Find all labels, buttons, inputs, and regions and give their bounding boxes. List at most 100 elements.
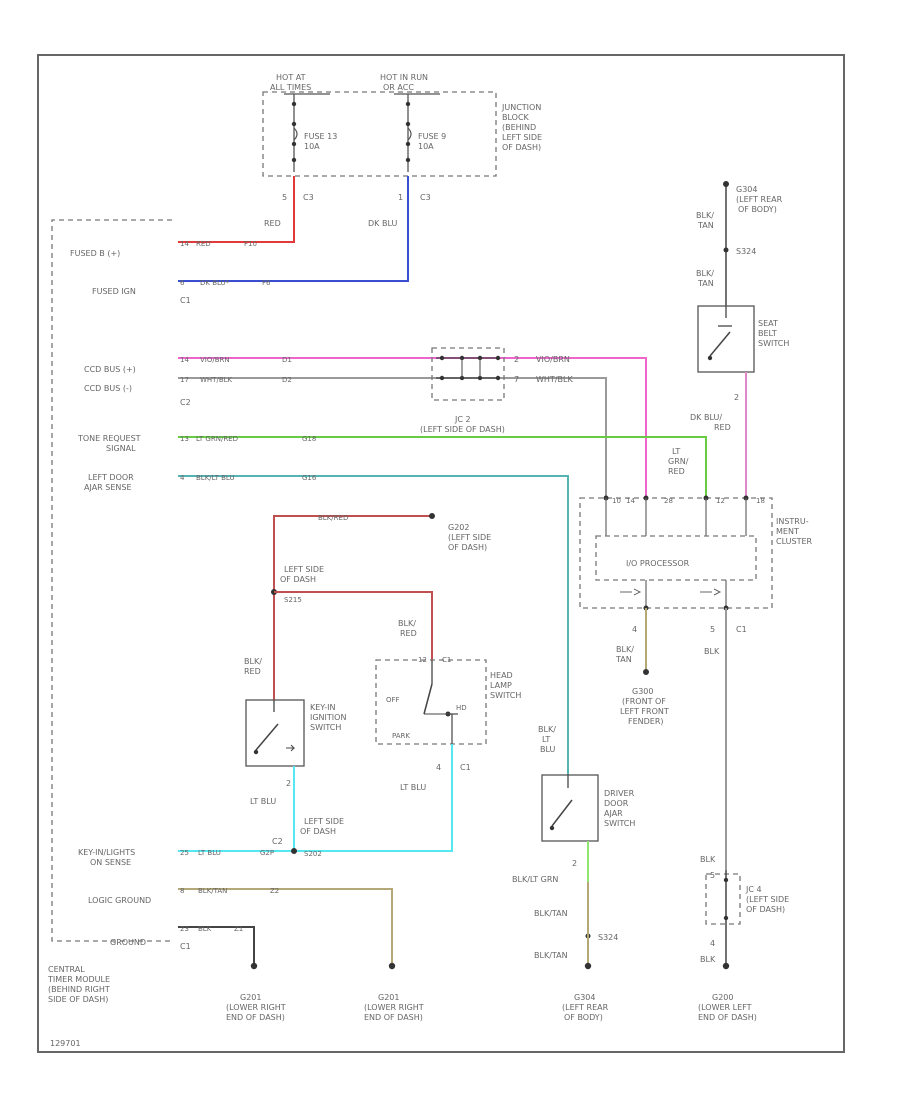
jc4-pin-top: 5 xyxy=(710,871,715,880)
hot-label-left-1: HOT AT xyxy=(276,73,306,82)
headlamp-conn: C1 xyxy=(460,763,471,772)
jb-wire-right: DK BLU xyxy=(368,219,397,228)
ctm-row-fused-b: FUSED B (+) 14 RED F10 xyxy=(70,240,257,258)
seat-belt-label-1: SEAT xyxy=(758,319,778,328)
seat-belt-wire3-a: DK BLU/ xyxy=(690,413,722,422)
figure-id: 129701 xyxy=(50,1039,81,1048)
ctm-row-pin: 14 xyxy=(180,356,189,364)
wire-ccd-neg xyxy=(178,377,607,498)
door-wire-2: LT xyxy=(542,735,550,744)
ctm-row-color: BLK xyxy=(198,925,212,933)
jc4-loc-1: (LEFT SIDE xyxy=(746,895,789,904)
ground-loc-2: END OF DASH) xyxy=(698,1013,757,1022)
ctm-row-conn: C1 xyxy=(180,942,191,951)
ctm-row-circuit: D1 xyxy=(282,356,292,364)
ctm-label: CENTRAL TIMER MODULE (BEHIND RIGHT SIDE … xyxy=(47,965,110,1004)
ctm-row-color: DK BLU* xyxy=(200,279,230,287)
ctm-row-conn: C1 xyxy=(180,296,191,305)
hot-label-right-1: HOT IN RUN xyxy=(380,73,428,82)
ctm-row-pin: 25 xyxy=(180,849,189,857)
cluster-pin-3: 28 xyxy=(664,497,673,505)
ctm-row-circuit: G2P xyxy=(260,849,274,857)
ctm-row-circuit: F6 xyxy=(262,279,271,287)
ctm-row-circuit: G16 xyxy=(302,474,317,482)
cluster-wire-r: BLK xyxy=(704,647,720,656)
s202-loc-2: OF DASH xyxy=(300,827,336,836)
ctm-row-label: FUSED IGN xyxy=(92,287,136,296)
seat-belt-splice: S324 xyxy=(736,247,756,256)
g202-ground: BLK/RED G202 (LEFT SIDE OF DASH) xyxy=(318,514,491,552)
jc2-location: (LEFT SIDE OF DASH) xyxy=(420,425,505,434)
ground-loc-1: (LEFT REAR xyxy=(562,1003,609,1012)
ctm-row-key-in: KEY-IN/LIGHTS ON SENSE 25 LT BLU G2P C2 xyxy=(78,837,283,867)
ground-name: G201 xyxy=(240,993,261,1002)
ground-loc-1: (LOWER RIGHT xyxy=(364,1003,424,1012)
ground-label-g304: G304 (LEFT REAR OF BODY) xyxy=(562,993,609,1022)
ctm-row-circuit: Z2 xyxy=(270,887,279,895)
door-pin: 2 xyxy=(572,859,577,868)
jc4-label: JC 4 xyxy=(745,885,762,894)
g304-top-loc-2: OF BODY) xyxy=(738,205,777,214)
s215-loc-2: OF DASH xyxy=(280,575,316,584)
door-label-3: AJAR xyxy=(604,809,623,818)
ctm-label-4: SIDE OF DASH) xyxy=(48,995,108,1004)
door-label-2: DOOR xyxy=(604,799,629,808)
g300-loc-2: LEFT FRONT xyxy=(620,707,669,716)
headlamp-label-2: LAMP xyxy=(490,681,512,690)
ctm-row-conn: C2 xyxy=(180,398,191,407)
ground-name: G304 xyxy=(574,993,595,1002)
seat-belt-label-3: SWITCH xyxy=(758,339,789,348)
cluster-pin-4: 12 xyxy=(716,497,725,505)
jb-conn-right: C3 xyxy=(420,193,431,202)
seat-belt-pin: 2 xyxy=(734,393,739,402)
door-wire-1: BLK/ xyxy=(538,725,556,734)
cluster-label-1: INSTRU- xyxy=(776,517,809,526)
ctm-row-ground: GROUND 23 BLK Z1 C1 xyxy=(110,925,243,951)
key-switch-label-2: IGNITION xyxy=(310,713,346,722)
ground-loc-1: (LOWER RIGHT xyxy=(226,1003,286,1012)
g300-loc-1: (FRONT OF xyxy=(622,697,666,706)
g300-name: G300 xyxy=(632,687,653,696)
cluster-wire-lt-2: GRN/ xyxy=(668,457,689,466)
g304-top-loc-1: (LEFT REAR xyxy=(736,195,783,204)
jc2-connector: JC 2 (LEFT SIDE OF DASH) 2 7 VIO/BRN WHT… xyxy=(420,347,573,434)
g202-name: G202 xyxy=(448,523,469,532)
fuse-13-rating: 10A xyxy=(304,142,320,151)
wire-ground xyxy=(178,926,255,966)
cluster-wire-l-1: BLK/ xyxy=(616,645,634,654)
ctm-row-label: AJAR SENSE xyxy=(84,483,132,492)
cluster-wire-lt-1: LT xyxy=(672,447,680,456)
s215-loc-1: LEFT SIDE xyxy=(284,565,324,574)
jc4-wire-bot: BLK xyxy=(700,955,716,964)
fuse-9-rating: 10A xyxy=(418,142,434,151)
ctm-row-color: BLK/TAN xyxy=(198,887,227,895)
cluster-pin-5: 18 xyxy=(756,497,765,505)
seat-belt-wire3-b: RED xyxy=(714,423,731,432)
g202-loc-2: OF DASH) xyxy=(448,543,487,552)
ctm-row-circuit: Z1 xyxy=(234,925,243,933)
wire-tone-request xyxy=(178,436,707,498)
ctm-row-ccd-pos: CCD BUS (+) 14 VIO/BRN D1 xyxy=(84,356,292,374)
hot-label-right-2: OR ACC xyxy=(383,83,414,92)
headlamp-wire-2: RED xyxy=(400,629,417,638)
jb-pin-left: 5 xyxy=(282,193,287,202)
ctm-row-color: BLK/LT BLU xyxy=(196,474,235,482)
door-wire-3: BLU xyxy=(540,745,556,754)
driver-door-ajar-switch: BLK/ LT BLU DRIVER DOOR AJAR SWITCH 2 BL… xyxy=(512,725,635,960)
hot-label-left-2: ALL TIMES xyxy=(270,83,311,92)
ctm-row-color: RED xyxy=(196,240,211,248)
door-label-1: DRIVER xyxy=(604,789,635,798)
instrument-cluster: LT GRN/ RED 10 14 28 12 18 I/O PROCESSOR… xyxy=(579,447,813,664)
wire-fused-ign xyxy=(178,176,409,282)
ground-name: G201 xyxy=(378,993,399,1002)
ctm-row-tone-request: TONE REQUEST SIGNAL 13 LT GRN/RED G18 xyxy=(77,434,316,453)
outer-frame xyxy=(37,54,845,1053)
ground-label-g200: G200 (LOWER LEFT END OF DASH) xyxy=(698,993,757,1022)
ctm-row-logic-ground: LOGIC GROUND 8 BLK/TAN Z2 xyxy=(88,887,279,905)
ground-loc-2: END OF DASH) xyxy=(364,1013,423,1022)
g300-ground: G300 (FRONT OF LEFT FRONT FENDER) xyxy=(620,687,669,726)
headlamp-label-3: SWITCH xyxy=(490,691,521,700)
ctm-label-3: (BEHIND RIGHT xyxy=(48,985,110,994)
ctm-row-label: GROUND xyxy=(110,938,146,947)
fuse-9-label: FUSE 9 xyxy=(418,132,446,141)
